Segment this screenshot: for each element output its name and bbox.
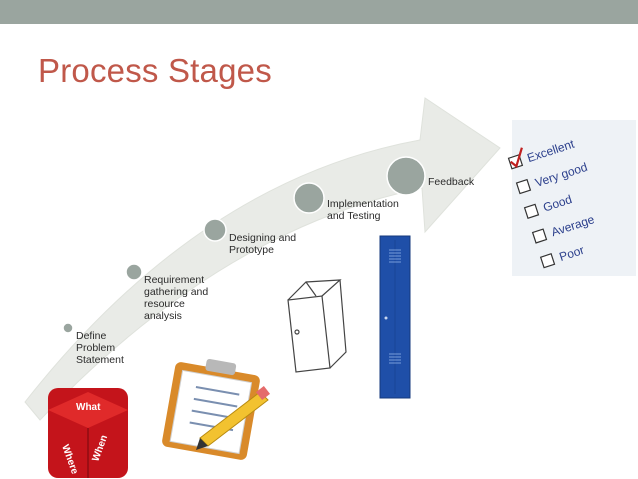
- stage-node-2: [125, 263, 143, 281]
- stage-label-line: Prototype: [229, 244, 274, 256]
- dice-face-what: What: [76, 402, 101, 413]
- stage-label-feedback: Feedback: [428, 176, 474, 188]
- stage-label-requirement: Requirement gathering and resource analy…: [144, 274, 208, 322]
- stage-label-line: Requirement: [144, 274, 205, 286]
- stage-label-line: Designing and: [229, 232, 297, 244]
- stage-label-line: Feedback: [428, 176, 475, 188]
- slide-title: Process Stages: [38, 52, 272, 89]
- stage-node-5: [386, 156, 426, 196]
- stage-label-line: Problem: [76, 342, 116, 354]
- stage-node-3: [203, 218, 227, 242]
- stage-label-line: Implementation: [327, 198, 399, 210]
- stage-label-define: Define Problem Statement: [76, 330, 124, 366]
- stage-label-line: analysis: [144, 310, 182, 322]
- stage-node-1: [62, 322, 74, 334]
- stage-label-line: and Testing: [327, 210, 381, 222]
- stage-label-implementation: Implementation and Testing: [327, 198, 399, 222]
- stage-label-line: Statement: [76, 354, 124, 366]
- clipboard-image: [162, 358, 271, 460]
- process-arrow: [24, 97, 501, 421]
- locker-image: [379, 235, 411, 399]
- stage-label-line: Define: [76, 330, 107, 342]
- prototype-sketch-image: [287, 279, 347, 373]
- top-bar: [0, 0, 638, 24]
- stage-node-4: [293, 182, 325, 214]
- stage-label-line: resource: [144, 298, 185, 310]
- feedback-form-image: Excellent Very good Good Average Poor: [507, 120, 636, 276]
- stage-label-designing: Designing and Prototype: [229, 232, 296, 256]
- stage-label-line: gathering and: [144, 286, 209, 298]
- dice-image: What Where When: [48, 388, 128, 478]
